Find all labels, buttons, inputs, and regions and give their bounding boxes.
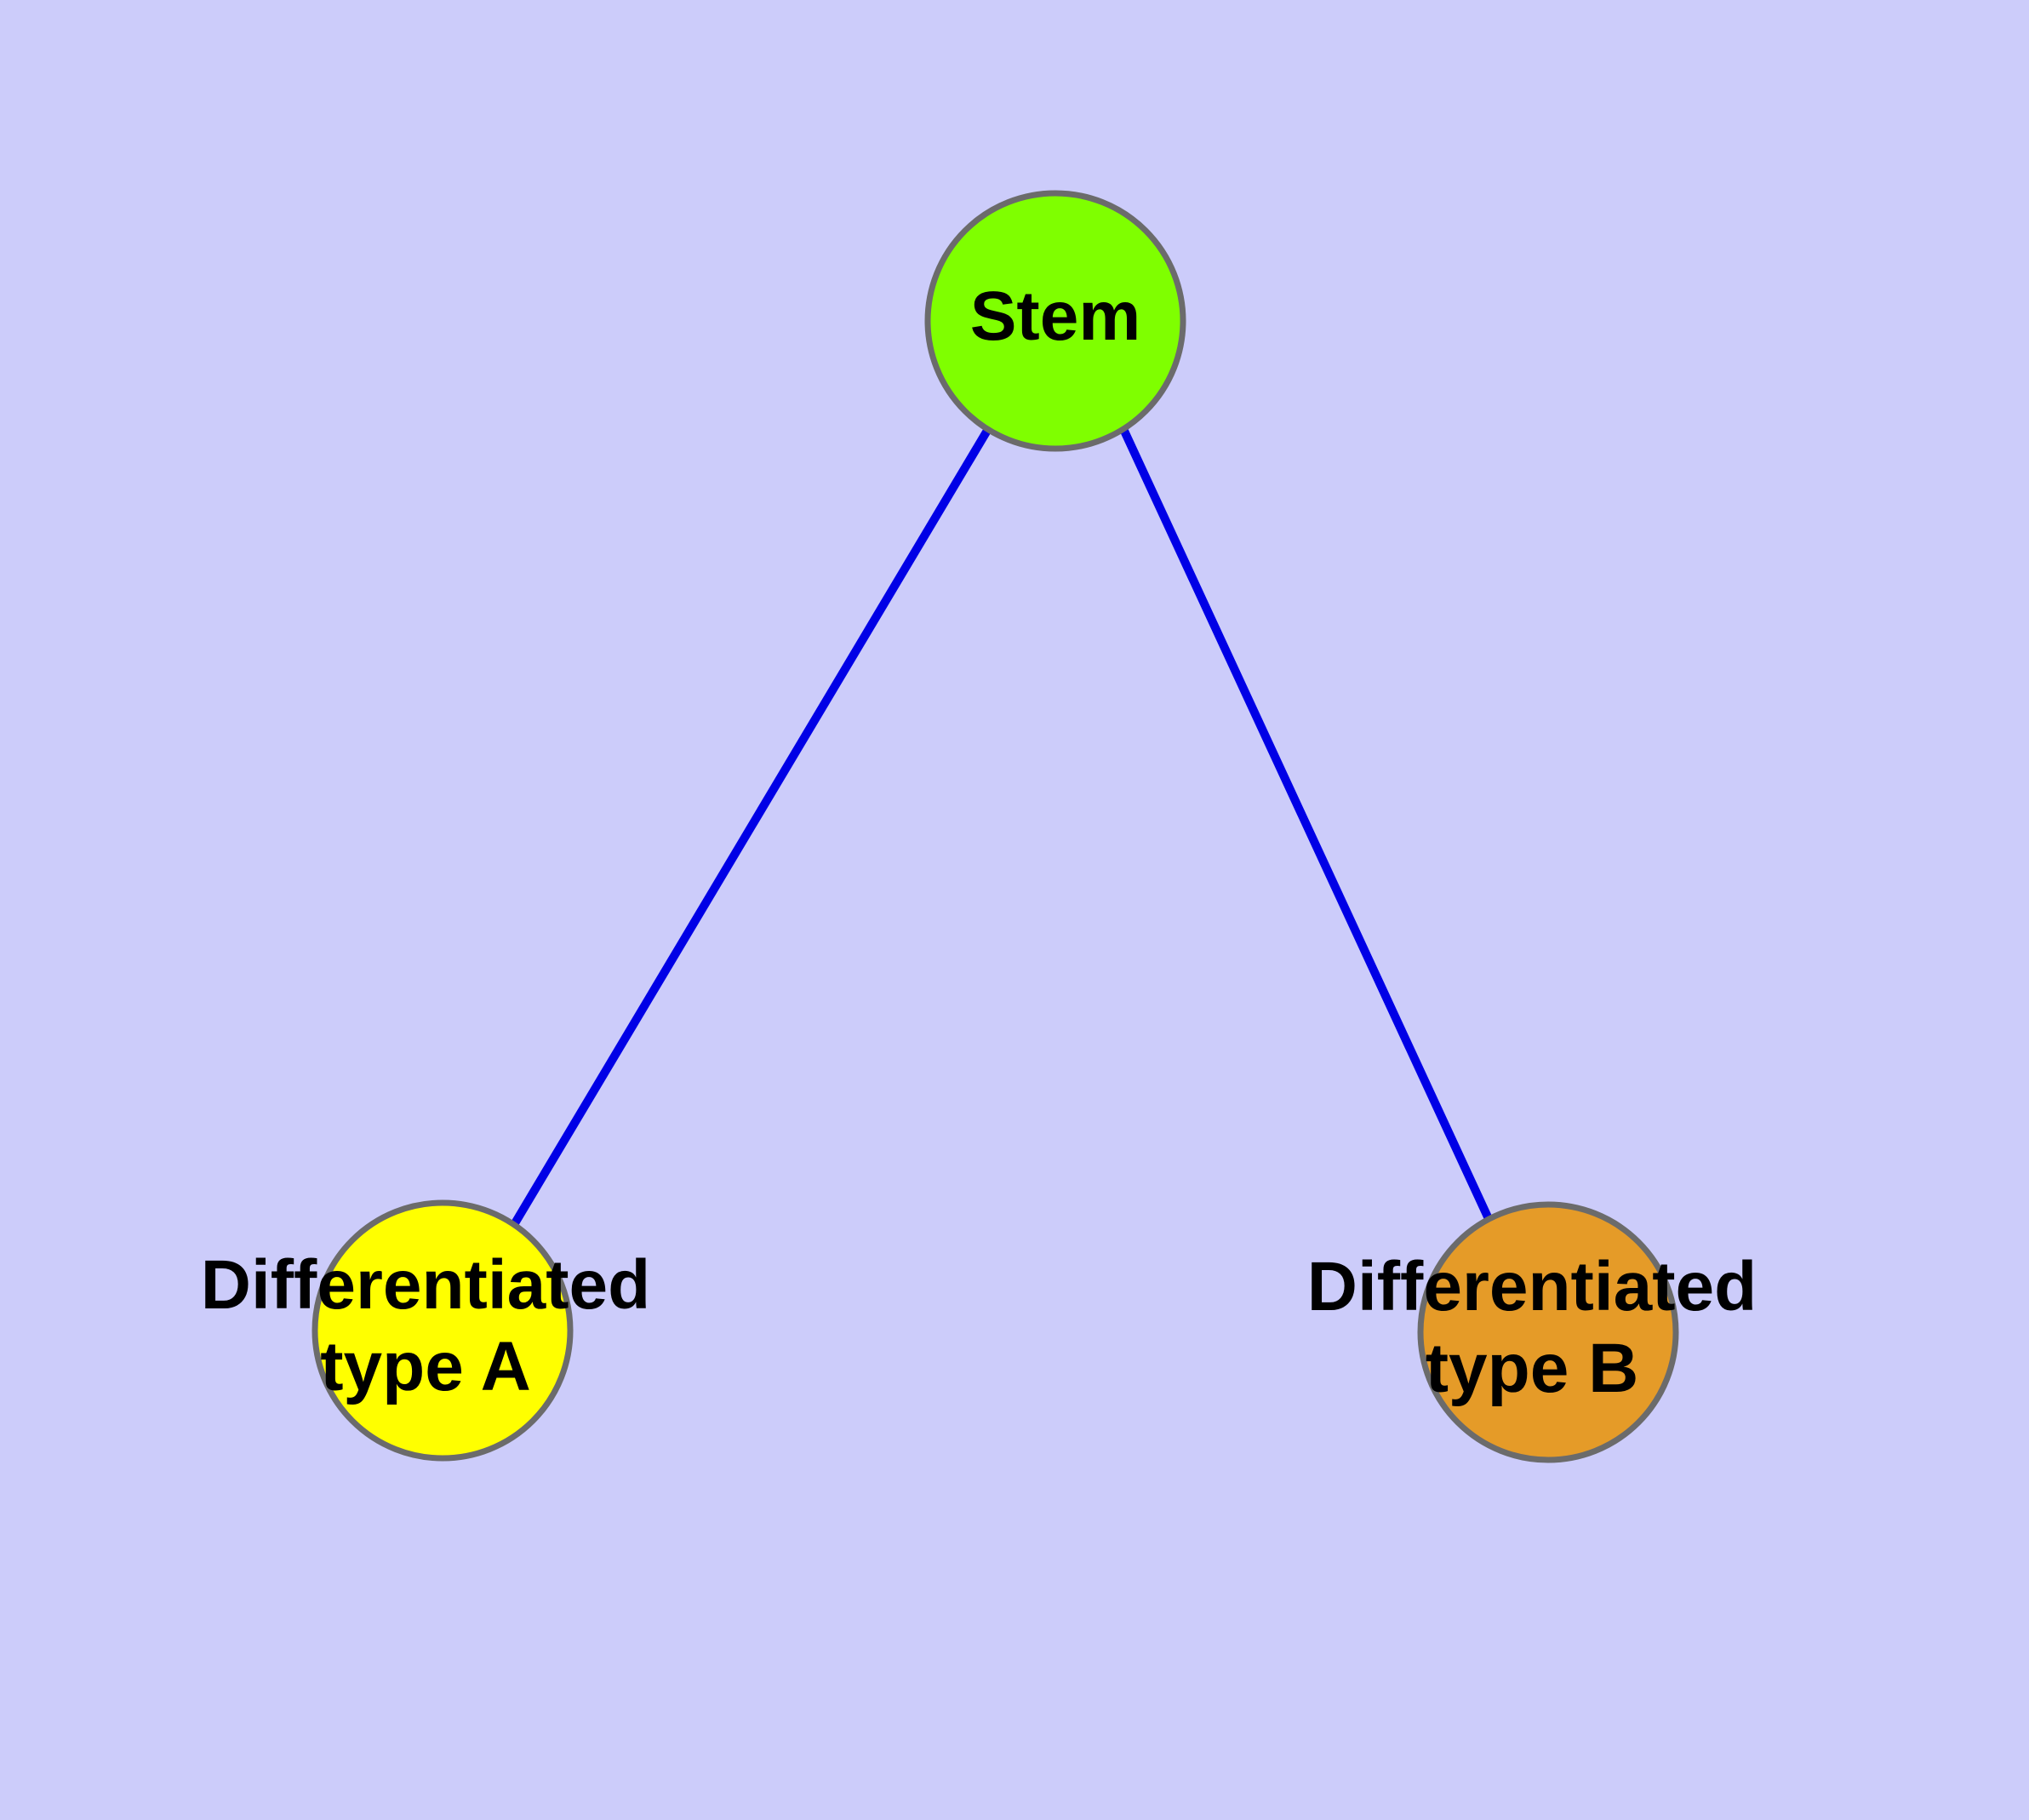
nodes-group [311, 190, 1679, 1463]
node-diff-b[interactable] [1417, 1201, 1679, 1463]
node-diff-b-circle[interactable] [1417, 1201, 1679, 1463]
edge-stem-to-diff-a[interactable] [511, 426, 992, 1226]
node-diff-a-circle[interactable] [311, 1199, 574, 1462]
node-stem-circle[interactable] [924, 190, 1186, 452]
edges-group [511, 426, 1495, 1226]
edge-stem-to-diff-b[interactable] [1119, 426, 1495, 1225]
node-stem-label: Stem [970, 278, 1141, 355]
node-diff-a[interactable] [311, 1199, 574, 1462]
node-stem[interactable] [924, 190, 1186, 452]
